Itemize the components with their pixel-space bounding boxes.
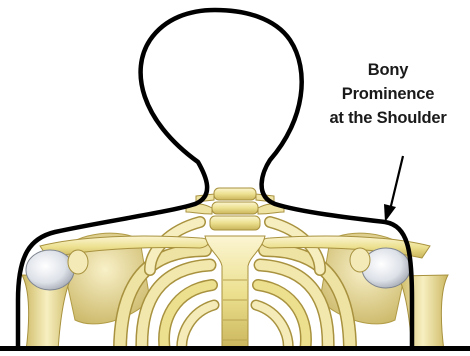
bottom-edge <box>0 346 470 351</box>
right-humerus <box>398 275 448 351</box>
annotation-line-3: at the Shoulder <box>318 106 458 130</box>
annotation-line-1: Bony <box>318 58 458 82</box>
annotation-line-2: Prominence <box>318 82 458 106</box>
annotation-arrow <box>384 156 403 222</box>
sternum <box>205 236 265 351</box>
annotation-label: Bony Prominence at the Shoulder <box>318 58 458 130</box>
